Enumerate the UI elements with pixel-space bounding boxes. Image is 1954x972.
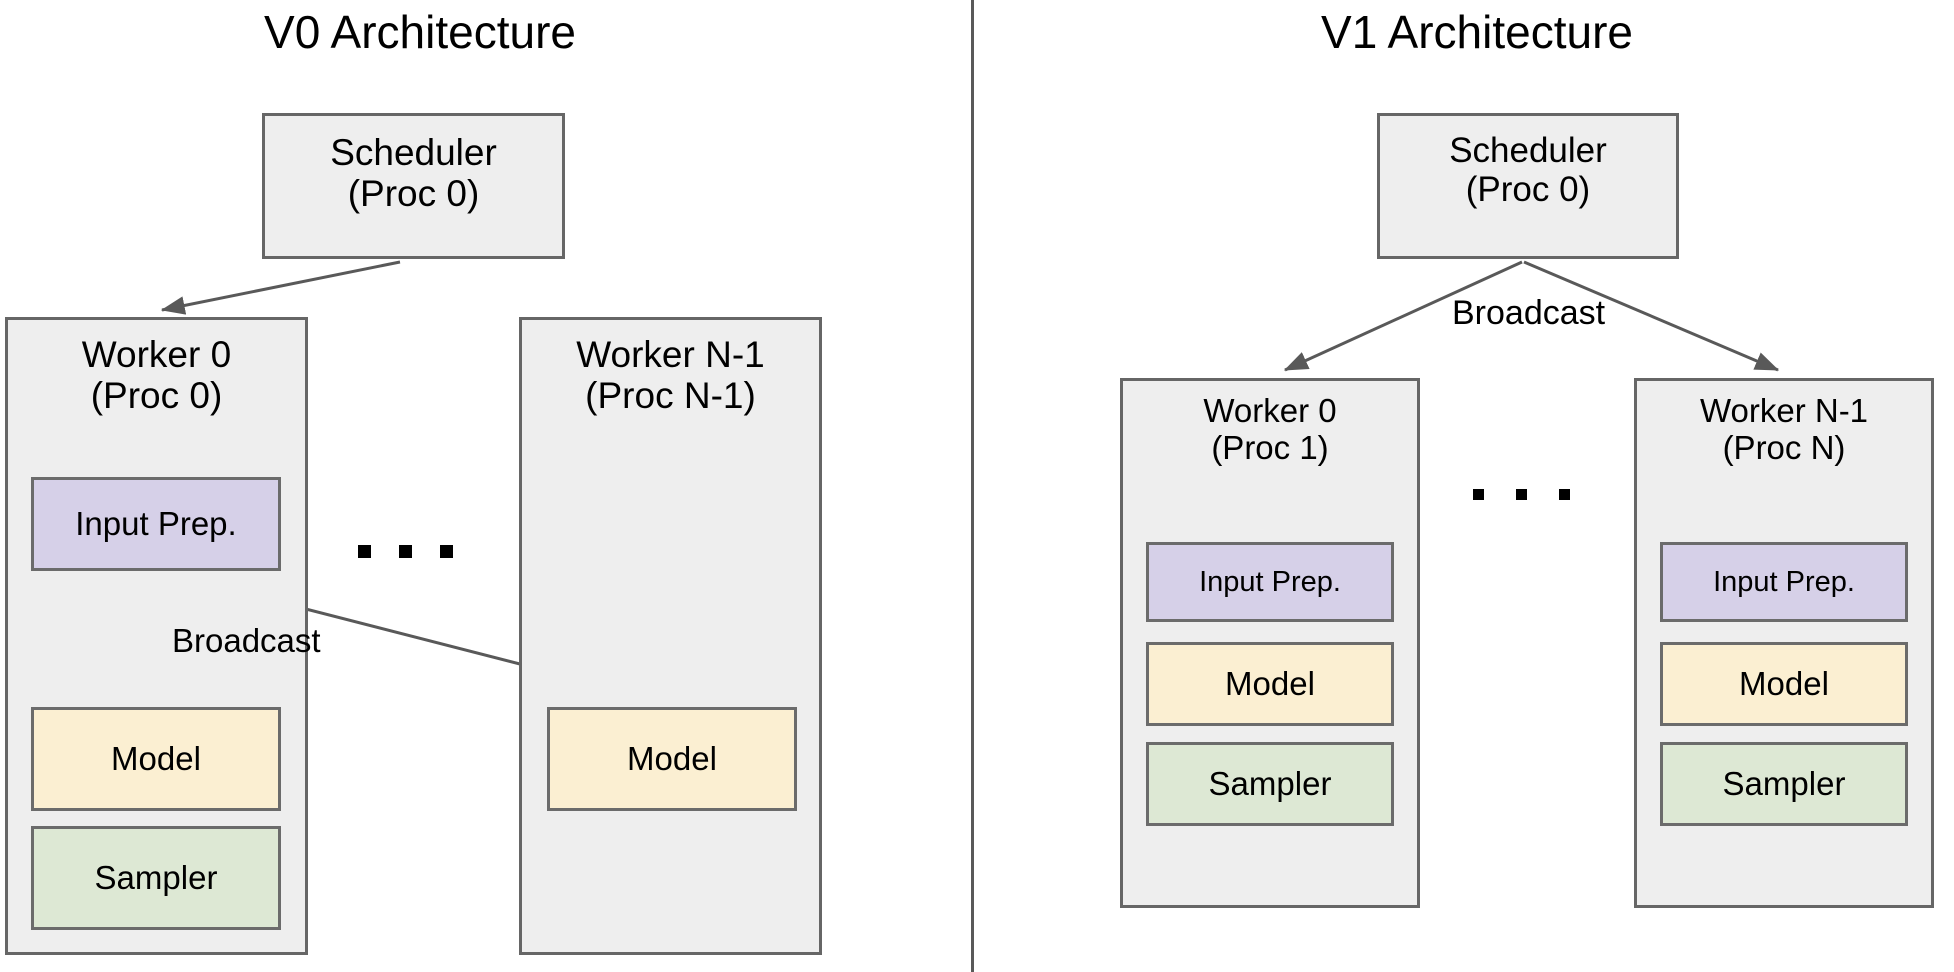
v1-worker-0-model-label: Model — [1225, 665, 1315, 702]
v0-worker-0-sampler[interactable]: Sampler — [31, 826, 281, 930]
v1-worker-0-sampler[interactable]: Sampler — [1146, 742, 1394, 826]
v0-worker-0-input-prep-label: Input Prep. — [75, 505, 237, 542]
v1-worker-n-1-input-prep-label: Input Prep. — [1713, 565, 1855, 598]
v0-worker-n-1-model[interactable]: Model — [547, 707, 797, 811]
v1-worker-n-1-sampler[interactable]: Sampler — [1660, 742, 1908, 826]
v0-ellipsis-dot-1 — [358, 545, 371, 558]
v1-worker-0-model[interactable]: Model — [1146, 642, 1394, 726]
v0-worker-0-input-prep[interactable]: Input Prep. — [31, 477, 281, 571]
v1-worker-0-label: Worker 0 (Proc 1) — [1203, 392, 1337, 466]
v0-ellipsis-dot-2 — [399, 545, 412, 558]
v0-worker-0-model-label: Model — [111, 740, 201, 777]
v1-worker-n-1-label: Worker N-1 (Proc N) — [1699, 392, 1869, 466]
v0-scheduler-label: Scheduler (Proc 0) — [330, 132, 497, 215]
v1-ellipsis-dot-1 — [1473, 489, 1484, 500]
panel-title-v1: V1 Architecture — [1321, 6, 1633, 58]
v0-worker-0-model[interactable]: Model — [31, 707, 281, 811]
v1-ellipsis-dot-2 — [1516, 489, 1527, 500]
panel-divider — [971, 0, 974, 972]
v1-scheduler-box[interactable]: Scheduler (Proc 0) — [1377, 113, 1679, 259]
v1-scheduler-label: Scheduler (Proc 0) — [1449, 131, 1607, 210]
v1-broadcast-label: Broadcast — [1452, 294, 1606, 332]
v1-worker-n-1-input-prep[interactable]: Input Prep. — [1660, 542, 1908, 622]
v0-worker-n-1-model-label: Model — [627, 740, 717, 777]
v0-ellipsis-dot-3 — [440, 545, 453, 558]
v1-worker-n-1-sampler-label: Sampler — [1722, 765, 1846, 802]
v1-worker-0-sampler-label: Sampler — [1208, 765, 1332, 802]
panel-title-v0: V0 Architecture — [264, 6, 576, 58]
v0-scheduler-box[interactable]: Scheduler (Proc 0) — [262, 113, 565, 259]
v0-worker-n-1-label: Worker N-1 (Proc N-1) — [576, 334, 765, 417]
v0-ellipsis — [358, 545, 453, 558]
v1-worker-0-input-prep[interactable]: Input Prep. — [1146, 542, 1394, 622]
v1-worker-0-input-prep-label: Input Prep. — [1199, 565, 1341, 598]
v1-ellipsis-dot-3 — [1559, 489, 1570, 500]
v0-worker-0-label: Worker 0 (Proc 0) — [81, 334, 232, 417]
v0-worker-n-1-box[interactable]: Worker N-1 (Proc N-1) — [519, 317, 822, 955]
v1-worker-n-1-model[interactable]: Model — [1660, 642, 1908, 726]
v1-worker-n-1-model-label: Model — [1739, 665, 1829, 702]
v0-broadcast-label: Broadcast — [172, 622, 321, 659]
v0-worker-0-sampler-label: Sampler — [94, 859, 218, 896]
v1-ellipsis — [1473, 489, 1570, 500]
edge-v0-scheduler-to-worker0 — [160, 260, 401, 315]
